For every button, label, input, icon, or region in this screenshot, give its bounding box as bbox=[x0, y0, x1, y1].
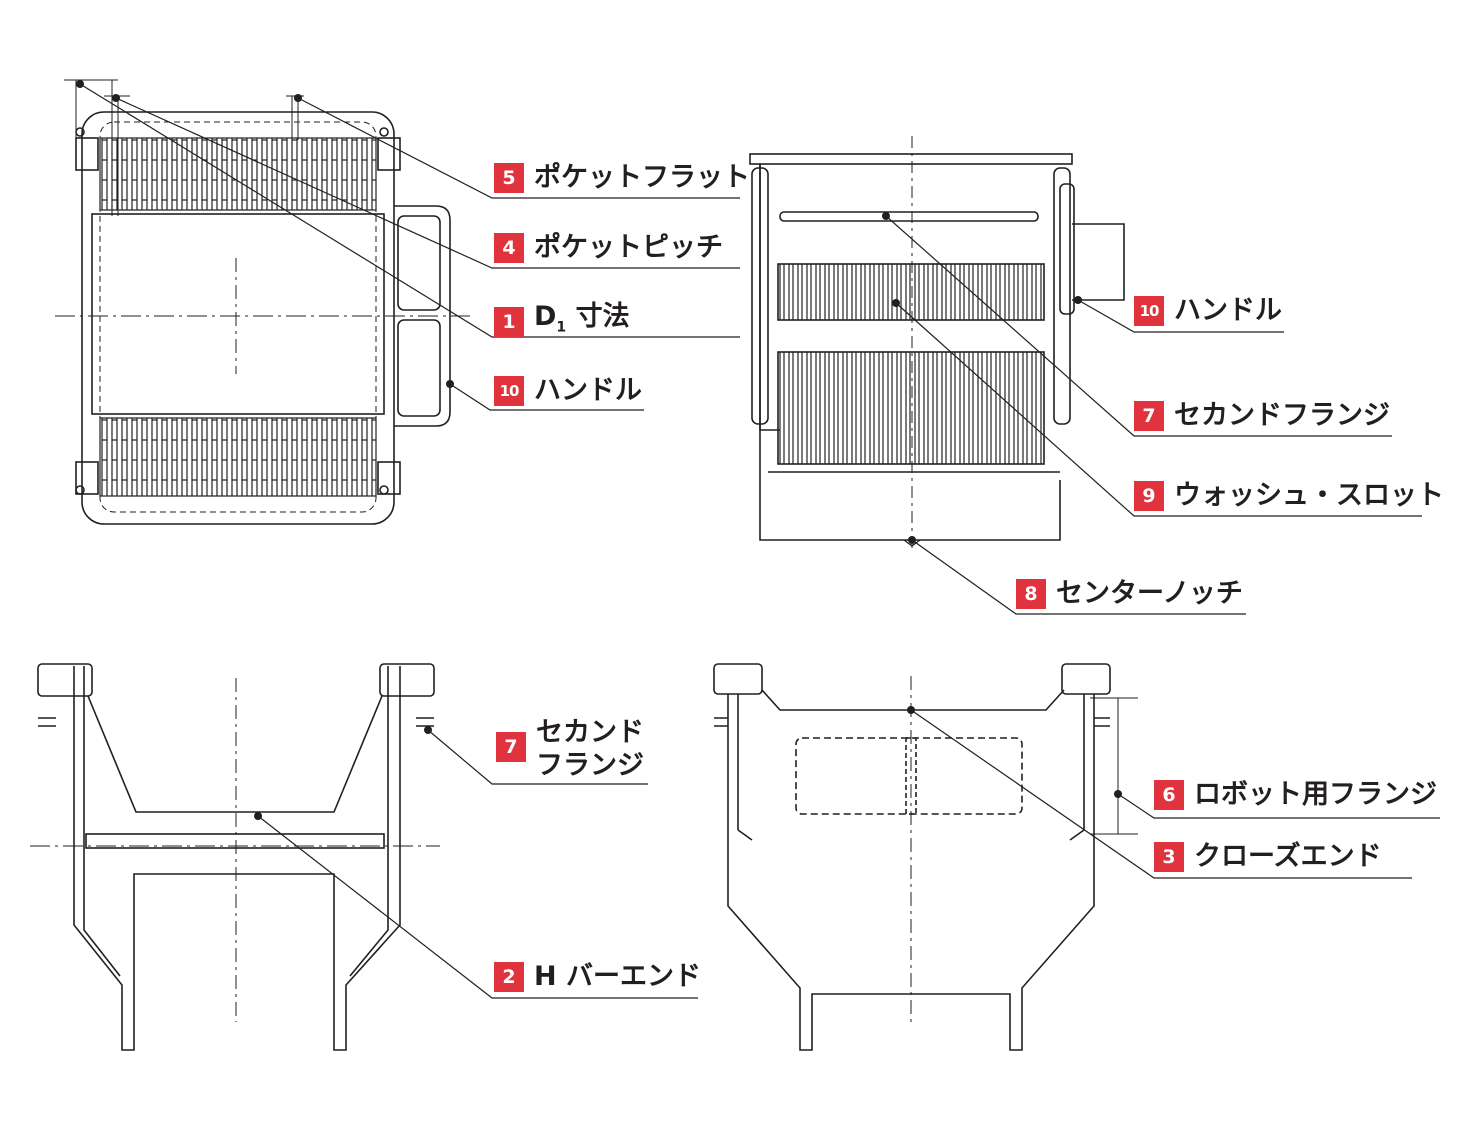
callout-pocket-pitch: 4 ポケットピッチ bbox=[494, 231, 723, 265]
callout-center-notch: 8 センターノッチ bbox=[1016, 577, 1243, 611]
side-view bbox=[749, 136, 1125, 552]
callout-number-badge: 3 bbox=[1154, 842, 1184, 872]
top-view bbox=[55, 79, 470, 525]
callout-label: クローズエンド bbox=[1194, 841, 1382, 872]
callout-handle-side-view: 10 ハンドル bbox=[1134, 294, 1282, 328]
callout-number-badge: 6 bbox=[1154, 780, 1184, 810]
callout-number-badge: 8 bbox=[1016, 579, 1046, 609]
callout-label: ハンドル bbox=[534, 375, 642, 406]
callout-label: H バーエンド bbox=[534, 961, 701, 992]
callout-number-badge: 2 bbox=[494, 962, 524, 992]
leader-dots bbox=[76, 80, 1122, 820]
callout-d1-dimension: 1 D1 寸法 bbox=[494, 300, 630, 344]
callout-label: セカンドフランジ bbox=[1174, 400, 1390, 431]
callout-number-badge: 4 bbox=[494, 233, 524, 263]
callout-number-badge: 7 bbox=[496, 732, 526, 762]
callout-h-bar-end: 2 H バーエンド bbox=[494, 960, 701, 994]
callout-label: センターノッチ bbox=[1056, 578, 1243, 609]
callout-wash-slot: 9 ウォッシュ・スロット bbox=[1134, 479, 1444, 513]
callout-label: セカンド フランジ bbox=[536, 717, 644, 781]
callout-label: ポケットピッチ bbox=[534, 232, 723, 263]
callout-label: D1 寸法 bbox=[534, 300, 630, 344]
callout-label: ロボット用フランジ bbox=[1194, 779, 1437, 810]
callout-label: ポケットフラット bbox=[534, 162, 750, 193]
callout-handle-top-view: 10 ハンドル bbox=[494, 374, 642, 408]
callout-number-badge: 10 bbox=[494, 376, 524, 406]
callout-label: ハンドル bbox=[1174, 295, 1282, 326]
callout-number-badge: 7 bbox=[1134, 401, 1164, 431]
callout-label-suffix: 寸法 bbox=[566, 301, 630, 332]
callout-number-badge: 10 bbox=[1134, 296, 1164, 326]
callout-number-badge: 1 bbox=[494, 307, 524, 338]
callout-label: ウォッシュ・スロット bbox=[1174, 480, 1444, 511]
callout-second-flange-end-view: 7 セカンド フランジ bbox=[496, 716, 644, 782]
callout-label-subscript: 1 bbox=[556, 319, 567, 336]
callout-second-flange-side-view: 7 セカンドフランジ bbox=[1134, 399, 1390, 433]
callout-robot-flange: 6 ロボット用フランジ bbox=[1154, 778, 1437, 812]
h-bar-end-view bbox=[30, 663, 440, 1051]
callout-number-badge: 9 bbox=[1134, 481, 1164, 511]
callout-closed-end: 3 クローズエンド bbox=[1154, 840, 1382, 874]
callout-number-badge: 5 bbox=[494, 163, 524, 193]
callout-pocket-flat: 5 ポケットフラット bbox=[494, 161, 750, 195]
leader-lines bbox=[79, 83, 1440, 999]
callout-label-main: D bbox=[534, 301, 557, 332]
